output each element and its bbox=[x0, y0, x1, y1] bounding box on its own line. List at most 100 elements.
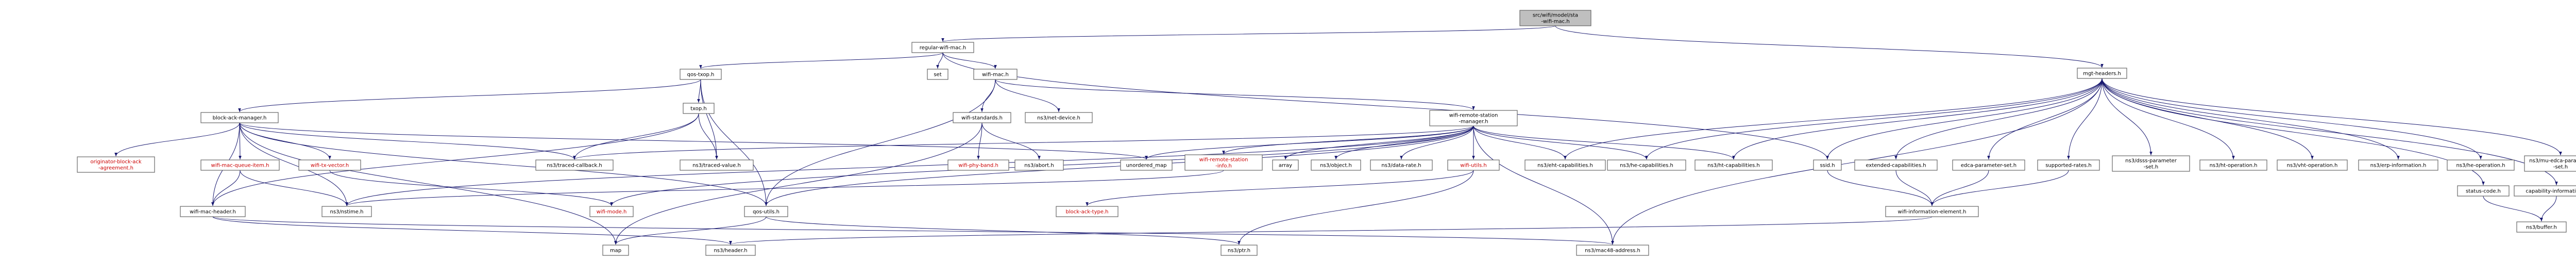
edge-wifi-mac-to-wifi-standards bbox=[980, 79, 996, 112]
node-label: src/wifi/model/sta bbox=[1533, 13, 1578, 19]
node-header: ns3/header.h bbox=[705, 245, 756, 256]
node-box bbox=[200, 112, 279, 123]
edge-wifi-remote-station-manager-to-traced-callback bbox=[573, 125, 1474, 160]
node-wifi-utils[interactable]: wifi-utils.h bbox=[1447, 159, 1500, 171]
node-mac48-address: ns3/mac48-address.h bbox=[1576, 245, 1649, 256]
node-box bbox=[1221, 245, 1258, 256]
node-edca-parameter-set[interactable]: edca-parameter-set.h bbox=[1952, 159, 2025, 171]
node-label: originator-block-ack bbox=[90, 159, 141, 165]
node-wifi-tx-vector[interactable]: wifi-tx-vector.h bbox=[298, 159, 361, 171]
edge-regular-wifi-mac-to-wifi-mac bbox=[942, 52, 997, 69]
node-label: -wifi-mac.h bbox=[1541, 19, 1569, 25]
node-box bbox=[2514, 185, 2576, 197]
edge-wifi-tx-vector-to-wifi-mode bbox=[329, 170, 613, 206]
edge-wifi-remote-station-manager-to-qos-utils bbox=[765, 125, 1474, 206]
node-label: wifi-mac.h bbox=[982, 72, 1009, 78]
edge-wifi-mac-header-to-header bbox=[212, 216, 732, 245]
node-mgt-headers[interactable]: mgt-headers.h bbox=[2077, 68, 2127, 79]
node-buffer: ns3/buffer.h bbox=[2516, 221, 2567, 233]
node-block-ack-manager[interactable]: block-ack-manager.h bbox=[200, 112, 279, 123]
node-txop[interactable]: txop.h bbox=[683, 103, 715, 114]
node-box bbox=[1014, 159, 1064, 171]
node-wifi-mac-queue-item[interactable]: wifi-mac-queue-item.h bbox=[200, 159, 280, 171]
node-ssid[interactable]: ssid.h bbox=[1813, 159, 1842, 171]
node-wifi-remote-station-manager[interactable]: wifi-remote-station-manager.h bbox=[1429, 110, 1518, 126]
node-label: capability-information.h bbox=[2526, 189, 2576, 195]
node-he-operation: ns3/he-operation.h bbox=[2447, 159, 2515, 171]
node-net-device: ns3/net-device.h bbox=[1025, 112, 1093, 123]
node-box bbox=[1576, 245, 1649, 256]
edge-mgt-headers-to-he-capabilities bbox=[1645, 78, 2103, 160]
node-wifi-remote-station-info[interactable]: wifi-remote-station-info.h bbox=[1184, 154, 1263, 171]
node-ptr: ns3/ptr.h bbox=[1221, 245, 1258, 256]
edge-qos-txop-to-block-ack-manager bbox=[238, 79, 701, 112]
node-box bbox=[1854, 159, 1938, 171]
node-root: src/wifi/model/sta-wifi-mac.h bbox=[1519, 10, 1591, 26]
node-vht-operation: ns3/vht-operation.h bbox=[2277, 159, 2348, 171]
edge-mgt-headers-to-supported-rates bbox=[2067, 78, 2103, 160]
node-label: ns3/ht-capabilities.h bbox=[1707, 163, 1760, 169]
node-wifi-mac[interactable]: wifi-mac.h bbox=[973, 69, 1018, 80]
node-status-code[interactable]: status-code.h bbox=[2457, 185, 2510, 197]
node-label: -info.h bbox=[1215, 164, 1232, 169]
node-regular-wifi-mac[interactable]: regular-wifi-mac.h bbox=[911, 42, 974, 53]
edge-mgt-headers-to-extended-capabilities bbox=[1894, 78, 2103, 160]
node-wifi-standards[interactable]: wifi-standards.h bbox=[953, 112, 1011, 123]
node-wifi-information-element[interactable]: wifi-information-element.h bbox=[1885, 206, 1979, 217]
node-label: -manager.h bbox=[1459, 119, 1488, 125]
node-qos-txop[interactable]: qos-txop.h bbox=[680, 69, 722, 80]
node-box bbox=[947, 159, 1009, 171]
node-label: wifi-phy-band.h bbox=[958, 163, 998, 169]
node-box bbox=[2358, 159, 2438, 171]
edge-wifi-standards-to-wifi-phy-band bbox=[977, 122, 982, 160]
node-box bbox=[680, 159, 754, 171]
node-supported-rates[interactable]: supported-rates.h bbox=[2037, 159, 2100, 171]
node-extended-capabilities[interactable]: extended-capabilities.h bbox=[1854, 159, 1938, 171]
edge-extended-capabilities-to-wifi-information-element bbox=[1895, 170, 1934, 206]
node-label: ns3/ptr.h bbox=[1228, 248, 1250, 254]
node-label: ns3/buffer.h bbox=[2526, 225, 2557, 231]
node-capability-information[interactable]: capability-information.h bbox=[2514, 185, 2576, 197]
node-label: wifi-remote-station bbox=[1449, 113, 1498, 119]
node-block-ack-type[interactable]: block-ack-type.h bbox=[1056, 206, 1118, 217]
edge-regular-wifi-mac-to-set bbox=[936, 52, 943, 69]
edge-wifi-information-element-to-header bbox=[729, 216, 1933, 245]
node-wifi-mac-header[interactable]: wifi-mac-header.h bbox=[180, 206, 246, 217]
edge-block-ack-manager-to-nstime bbox=[239, 122, 348, 206]
edge-wifi-mac-to-wifi-remote-station-manager bbox=[995, 79, 1475, 110]
node-box bbox=[2524, 155, 2576, 172]
node-label: qos-txop.h bbox=[687, 72, 715, 78]
node-box bbox=[1607, 159, 1686, 171]
edge-capability-information-to-buffer bbox=[2540, 196, 2557, 222]
node-label: wifi-tx-vector.h bbox=[311, 163, 349, 169]
node-originator-block-ack[interactable]: originator-block-ack-agreement.h bbox=[77, 156, 155, 173]
node-box bbox=[1311, 159, 1361, 171]
node-label: ssid.h bbox=[1820, 163, 1835, 169]
node-box bbox=[683, 103, 715, 114]
node-label: ns3/abort.h bbox=[1024, 163, 1054, 169]
node-wifi-phy-band[interactable]: wifi-phy-band.h bbox=[947, 159, 1009, 171]
node-label: unordered_map bbox=[1126, 163, 1167, 169]
node-label: set bbox=[934, 72, 941, 78]
edge-supported-rates-to-wifi-information-element bbox=[1930, 170, 2069, 206]
node-wifi-mode[interactable]: wifi-mode.h bbox=[589, 206, 634, 217]
node-label: ns3/mac48-address.h bbox=[1585, 248, 1640, 254]
edge-wifi-mac-header-to-mac48-address bbox=[212, 216, 1614, 245]
node-box bbox=[953, 112, 1011, 123]
node-box bbox=[180, 206, 246, 217]
node-box bbox=[535, 159, 614, 171]
node-box bbox=[602, 245, 629, 256]
edge-block-ack-manager-to-unordered-map bbox=[239, 122, 1148, 160]
node-random-variable-stream: ns3/traced-value.h bbox=[680, 159, 754, 171]
node-qos-utils[interactable]: qos-utils.h bbox=[744, 206, 788, 217]
node-label: status-code.h bbox=[2466, 189, 2501, 195]
edge-block-ack-manager-to-traced-callback bbox=[239, 122, 576, 160]
node-box bbox=[200, 159, 280, 171]
edge-wifi-remote-station-info-to-nstime bbox=[345, 170, 1224, 206]
node-label: qos-utils.h bbox=[753, 209, 779, 215]
edge-txop-to-wifi-mac-header bbox=[211, 113, 699, 206]
node-erp-information-0: ns3/ht-operation.h bbox=[2199, 159, 2267, 171]
node-box bbox=[589, 206, 634, 217]
edge-qos-utils-to-map bbox=[614, 216, 767, 245]
node-ht-capabilities: ns3/ht-capabilities.h bbox=[1694, 159, 1773, 171]
